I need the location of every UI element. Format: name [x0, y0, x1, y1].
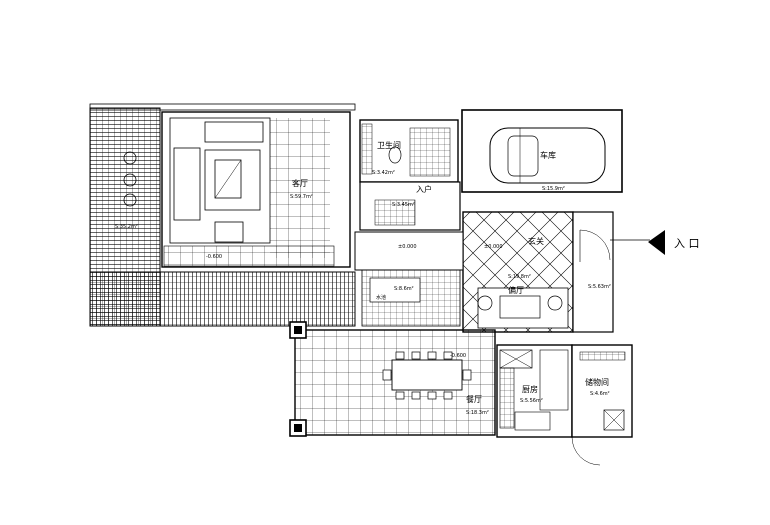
- entrance-hall-name: 玄关: [528, 236, 544, 246]
- bathroom-area: S:3.42m²: [372, 170, 395, 176]
- porch-area: S:5.63m²: [588, 284, 611, 290]
- living-room-area: S:59.7m²: [290, 194, 313, 200]
- water-pool-area: S:8.6m²: [394, 286, 414, 292]
- storage-room: [571, 344, 633, 466]
- entrance-hall: [462, 211, 574, 333]
- terrace-area: S:35.2m²: [115, 224, 138, 230]
- kitchen: [496, 344, 573, 438]
- terrace-deck: [89, 103, 356, 327]
- terrace-chairs: [123, 151, 137, 207]
- bathroom-name: 卫生间: [377, 140, 401, 150]
- entrance-hall-area: S:19.8m²: [508, 274, 531, 280]
- living-level: -0.600: [206, 254, 222, 260]
- foyer-name: 入户: [416, 184, 432, 194]
- foyer-area: S:3.45m²: [392, 202, 415, 208]
- foyer: [359, 181, 461, 231]
- hall-level-a: ±0.000: [398, 244, 417, 250]
- living-room: [161, 111, 351, 268]
- hall-corridor: [354, 231, 464, 327]
- entry-marker: [610, 230, 665, 255]
- dining-room-name: 餐厅: [466, 395, 482, 404]
- storage-room-name: 储物间: [585, 377, 609, 387]
- side-hall-name: 偏厅: [508, 285, 524, 295]
- porch: [572, 211, 614, 333]
- dining-room-area: S:18.3m²: [466, 410, 489, 416]
- garage: [461, 109, 623, 193]
- garage-name: 车库: [540, 150, 556, 160]
- dining-room: [289, 321, 496, 437]
- hall-level-b: ±0.000: [484, 244, 503, 250]
- living-room-name: 客厅: [292, 178, 308, 188]
- garage-area: S:15.9m²: [542, 186, 565, 192]
- entry-label: 入 口: [674, 237, 700, 250]
- storage-room-area: S:4.6m²: [590, 391, 610, 397]
- dining-level: -0.600: [450, 353, 466, 359]
- kitchen-area: S:5.56m²: [520, 398, 543, 404]
- kitchen-name: 厨房: [522, 384, 538, 394]
- water-pool-name: 水池: [376, 294, 386, 301]
- bathroom: [359, 119, 459, 183]
